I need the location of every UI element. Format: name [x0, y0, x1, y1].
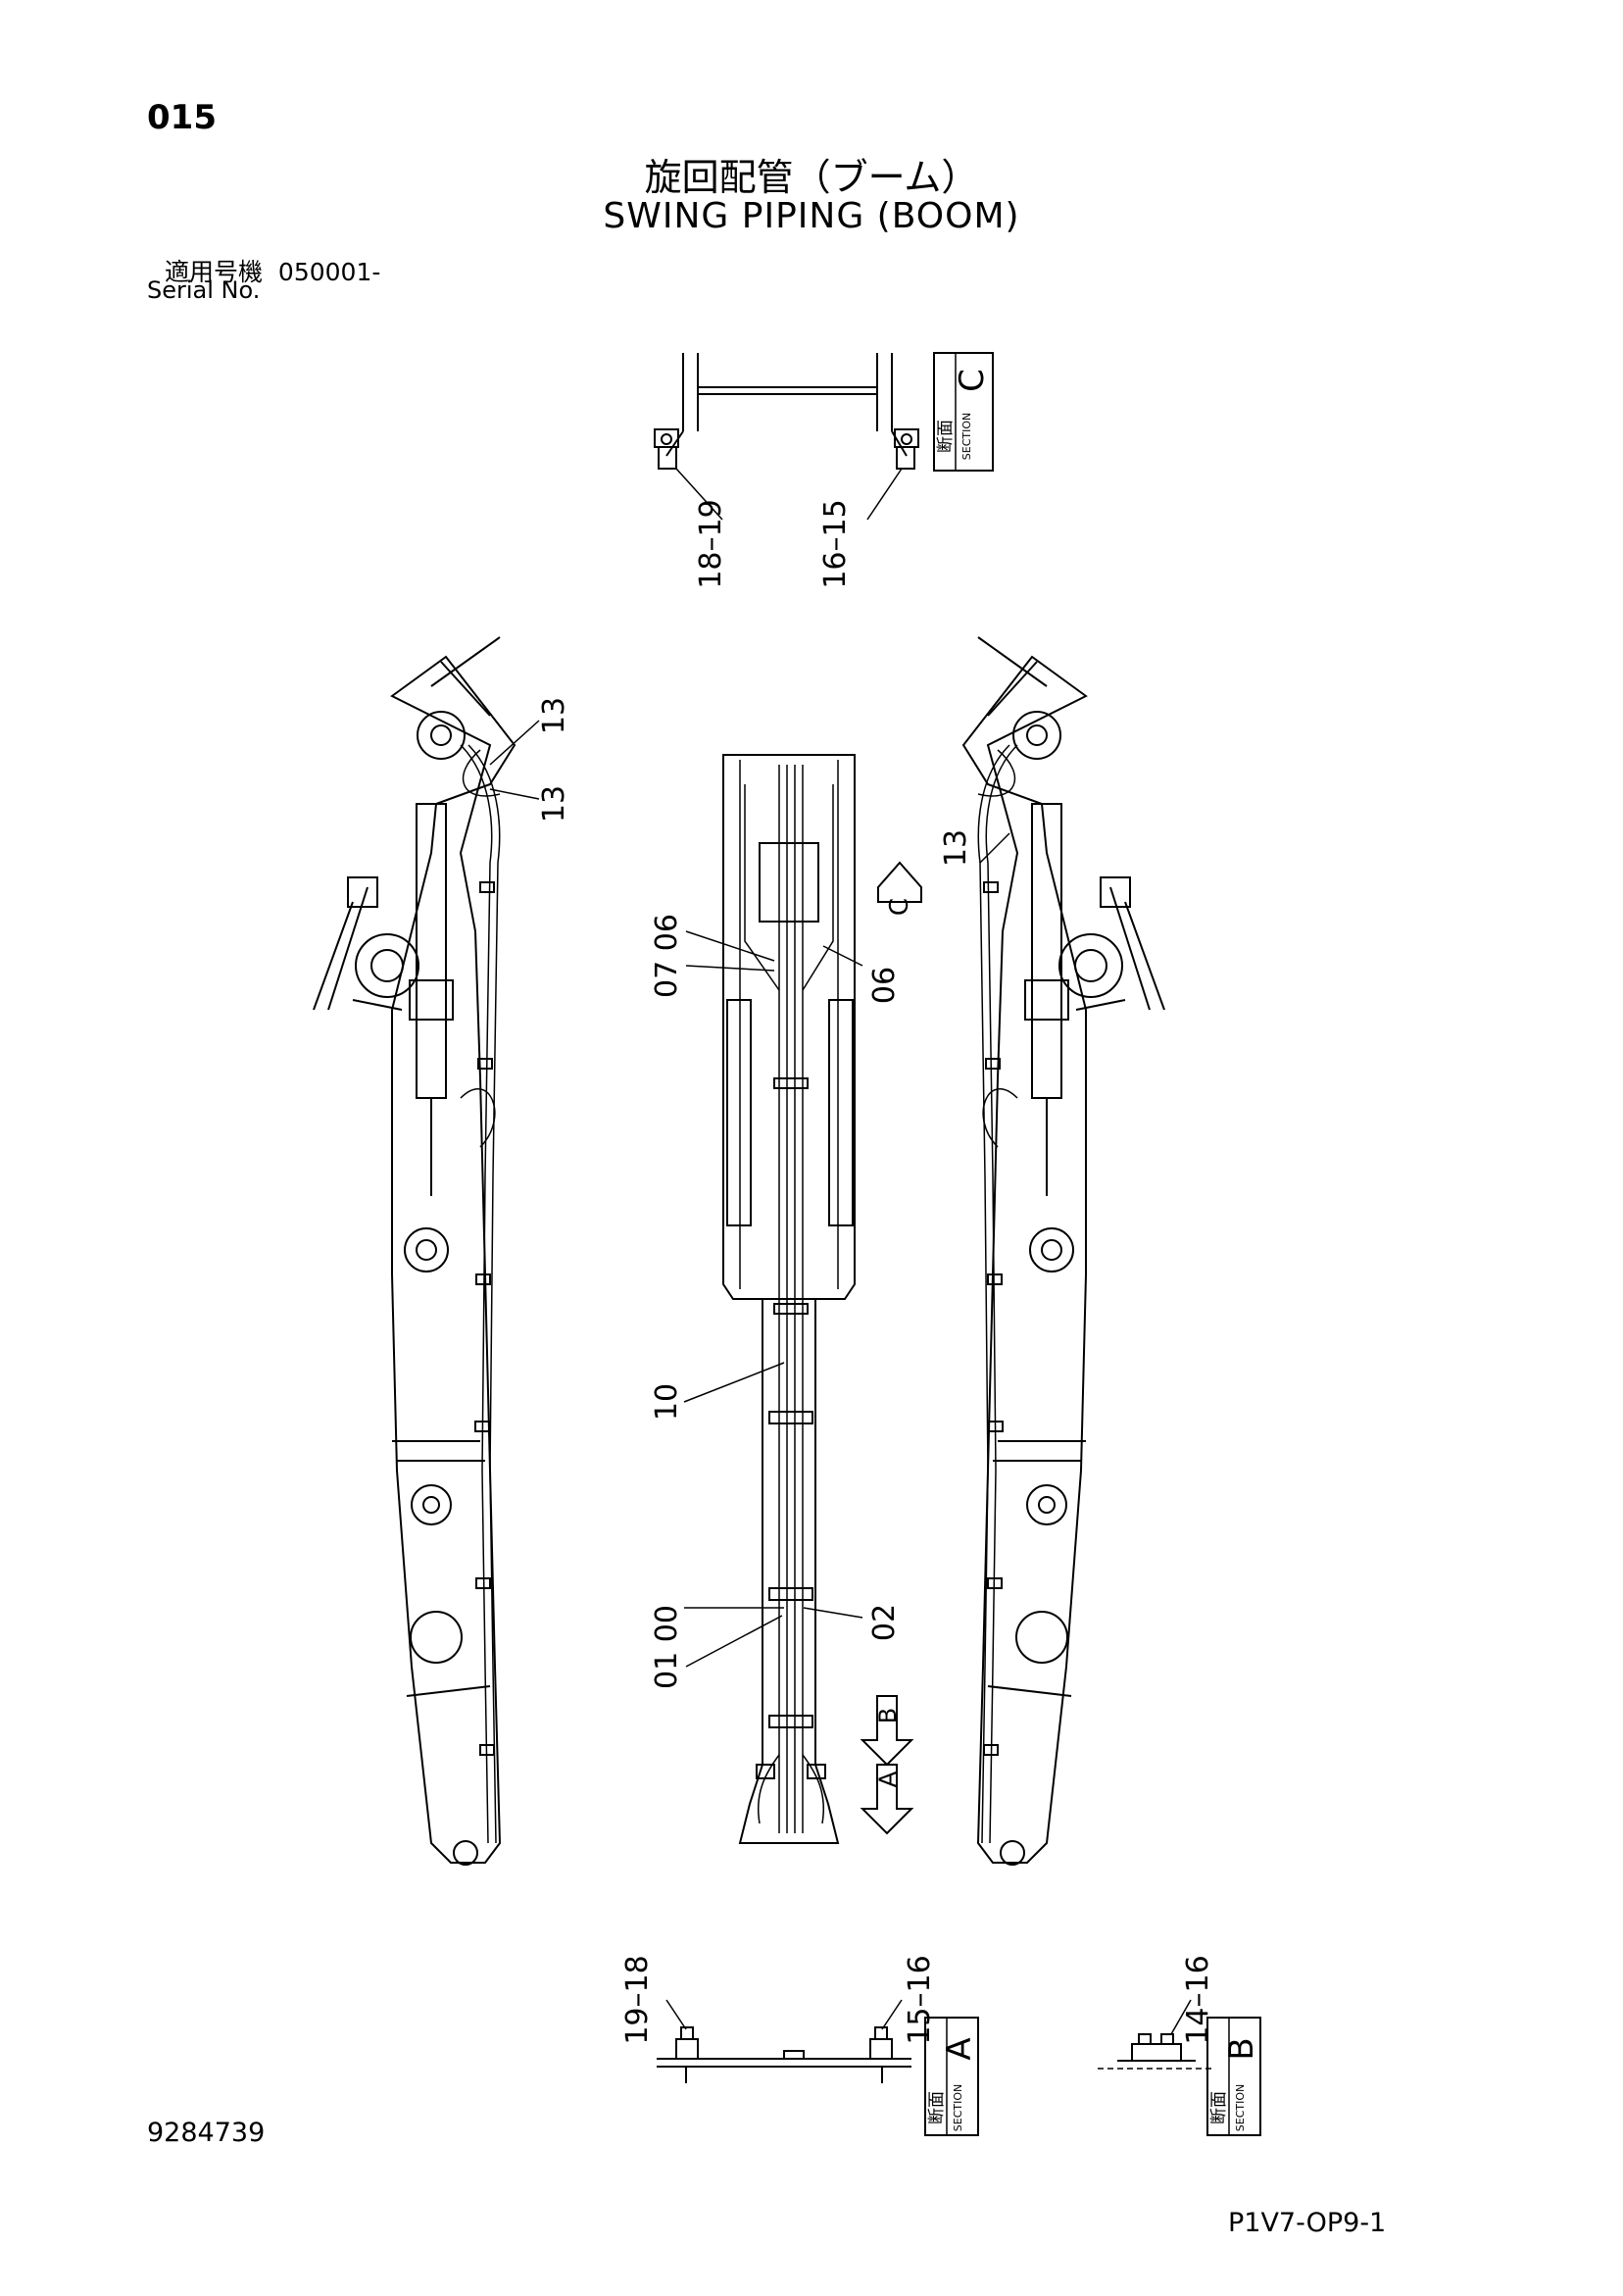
drawing-number: 9284739 [147, 2118, 266, 2148]
view-marker-a: A [874, 1771, 902, 1787]
section-c-letter: C [953, 369, 992, 392]
serial-label-en: Serial No. [147, 276, 261, 304]
serial-applicability: 適用号機 050001- [165, 253, 380, 288]
section-a-letter: A [940, 2037, 979, 2060]
view-arrow-a [860, 1764, 914, 1835]
title-english: SWING PIPING (BOOM) [603, 196, 1020, 236]
view-marker-c: C [885, 898, 914, 916]
boom-side-view-right [961, 636, 1165, 1866]
section-label-en: SECTION [960, 413, 973, 460]
callout-right-13: 13 [939, 829, 973, 867]
callout-02: 02 [867, 1604, 902, 1641]
callout-a-left: 19–18 [620, 1955, 655, 2044]
section-b-label-jp: 断面 [1209, 2091, 1229, 2124]
callout-left-13-bottom: 13 [537, 785, 571, 823]
page-code: P1V7-OP9-1 [1228, 2208, 1387, 2238]
callout-left-13-top: 13 [537, 697, 571, 734]
section-a-badge: 断面 SECTION A [924, 2017, 979, 2136]
callout-10: 10 [650, 1383, 684, 1421]
title-japanese: 旋回配管（ブーム） [644, 156, 979, 199]
section-b-label-en: SECTION [1234, 2084, 1247, 2131]
section-label-jp: 断面 [936, 420, 956, 453]
view-arrow-c [877, 861, 922, 903]
view-marker-b: B [874, 1708, 902, 1723]
serial-value: 050001- [277, 258, 381, 286]
section-a-view [657, 1999, 911, 2083]
section-c-badge: 断面 SECTION C [933, 352, 994, 472]
callout-0100: 01 00 [650, 1605, 684, 1689]
callout-c-left: 18–19 [694, 499, 728, 588]
section-b-view [1098, 1999, 1215, 2070]
section-b-letter: B [1222, 2037, 1261, 2060]
section-b-badge: 断面 SECTION B [1206, 2017, 1261, 2136]
callout-06: 06 [867, 967, 902, 1004]
boom-side-view-left [313, 636, 516, 1866]
section-a-label-jp: 断面 [927, 2091, 947, 2124]
boom-top-view-center [722, 754, 856, 1844]
callout-a-right: 15–16 [903, 1955, 937, 2044]
page-number: 015 [147, 98, 217, 137]
section-c-view [654, 353, 919, 521]
view-arrow-b [860, 1695, 914, 1767]
serial-label-jp: 適用号機 [165, 258, 264, 286]
section-a-label-en: SECTION [952, 2084, 964, 2131]
callout-b-right: 14–16 [1181, 1955, 1215, 2044]
callout-c-right: 16–15 [818, 499, 853, 588]
callout-0706: 07 06 [650, 914, 684, 998]
